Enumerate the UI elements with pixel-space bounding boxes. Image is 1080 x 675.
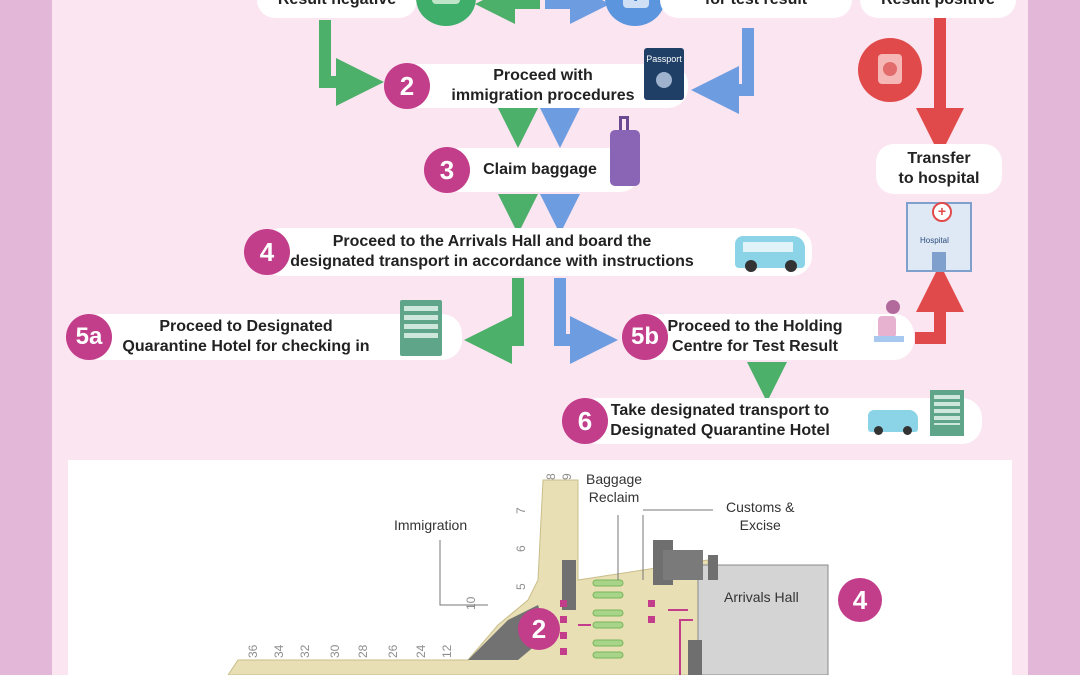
arrow-red-5b-hospital [915,264,964,344]
gate-label: 9 [560,473,574,480]
step2-box: Proceed with immigration procedures [398,64,688,108]
gate-label: 36 [246,644,260,658]
map-label-baggage: Baggage Reclaim [586,471,643,505]
step3-badge: 3 [424,147,470,193]
arrow-green-4-5a [464,278,524,364]
hotel-icon-5a [400,300,442,356]
map-label-immigration: Immigration [394,517,468,533]
step3-box: Claim baggage [440,148,640,192]
gate-label: 28 [356,644,370,658]
hotel-icon-6 [930,390,964,436]
map-badge-4: 4 [838,578,882,622]
passport-text: Passport [646,54,682,64]
step5b-badge: 5b [622,314,668,360]
arrow-blue-4-5b [554,278,618,364]
terminal-map: Immigration Baggage Reclaim Customs & Ex… [68,460,1012,675]
hospital-icon: + Hospital [906,202,972,272]
map-label-arrivals: Arrivals Hall [724,589,799,605]
gate-label: 26 [386,644,400,658]
gate-label: 24 [414,644,428,658]
seated-person-icon [872,300,906,352]
result-negative-label: Result negative [257,0,417,18]
result-positive-label: Result positive [860,0,1016,18]
step6-box: Take designated transport to Designated … [578,398,982,444]
gate-label: 5 [514,583,528,590]
step5a-box: Proceed to Designated Quarantine Hotel f… [80,314,462,360]
van-icon-6 [868,410,918,435]
map-badge-2: 2 [518,608,560,650]
step2-badge: 2 [384,63,430,109]
gate-label: 8 [544,473,558,480]
suitcase-icon [610,116,640,186]
arrow-blue-to-step2 [691,28,754,114]
gate-label: 32 [298,644,312,658]
gate-label: 6 [514,545,528,552]
gate-label: 12 [440,644,454,658]
positive-test-icon [858,38,922,102]
map-label-customs: Customs & Excise [726,499,795,533]
waiting-result-label: for test result [660,0,852,18]
gate-label: 34 [272,644,286,658]
step5b-box: Proceed to the Holding Centre for Test R… [636,314,914,360]
gate-label: 30 [328,644,342,658]
van-icon [735,236,805,272]
step4-badge: 4 [244,229,290,275]
passport-icon: Passport [644,48,684,100]
hospital-text: Hospital [920,236,949,245]
step6-badge: 6 [562,398,608,444]
step4-box: Proceed to the Arrivals Hall and board t… [262,228,812,276]
gate-label: 10 [464,596,478,610]
gate-label: 7 [514,507,528,514]
step5a-badge: 5a [66,314,112,360]
transfer-box: Transfer to hospital [876,144,1002,194]
arrow-green-to-step2 [319,20,384,106]
